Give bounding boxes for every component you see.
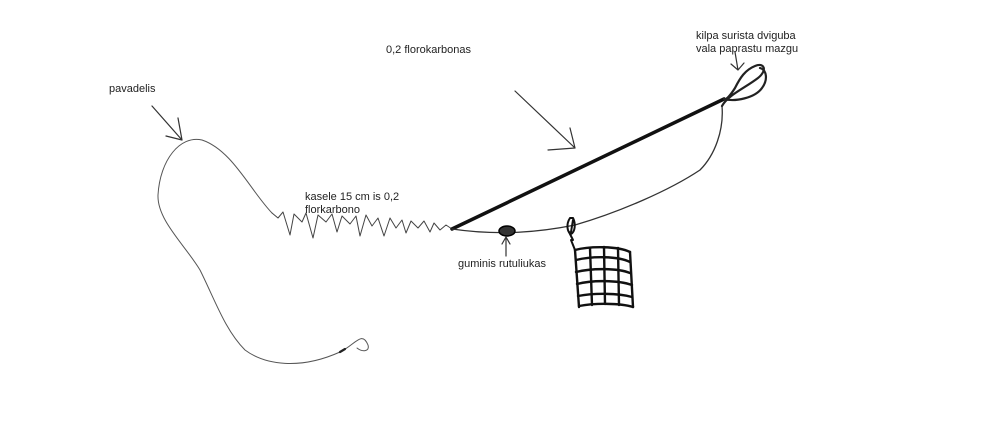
label-guminis: guminis rutuliukas <box>458 258 547 270</box>
swivel-link <box>566 217 576 235</box>
label-kilpa: kilpa surista dviguba vala paprastu mazg… <box>696 30 798 56</box>
label-kasele-line1: kasele 15 cm is 0,2 <box>305 191 400 203</box>
main-line <box>450 97 726 231</box>
arrow-pavadelis <box>151 105 183 141</box>
label-kasele-line2: florkarbono <box>305 204 361 216</box>
rubber-bead <box>498 225 516 237</box>
loop-line-2 <box>722 66 767 102</box>
label-kilpa-line1: kilpa surista dviguba <box>696 30 796 42</box>
lower-line <box>451 105 723 234</box>
leader-line <box>157 138 369 365</box>
feeder-basket-icon <box>573 245 635 309</box>
arrow-kilpa <box>730 51 745 71</box>
coil-line <box>271 211 453 239</box>
arrow-guminis <box>501 236 511 257</box>
label-kilpa-line2: vala paprastu mazgu <box>696 43 799 55</box>
hook-icon <box>338 347 347 354</box>
label-pavadelis: pavadelis <box>109 83 156 95</box>
arrow-florokarbonas <box>514 90 576 151</box>
loop-line <box>720 63 765 108</box>
label-kasele: kasele 15 cm is 0,2 florkarbono <box>305 191 399 217</box>
label-florokarbonas: 0,2 florokarbonas <box>386 44 471 56</box>
